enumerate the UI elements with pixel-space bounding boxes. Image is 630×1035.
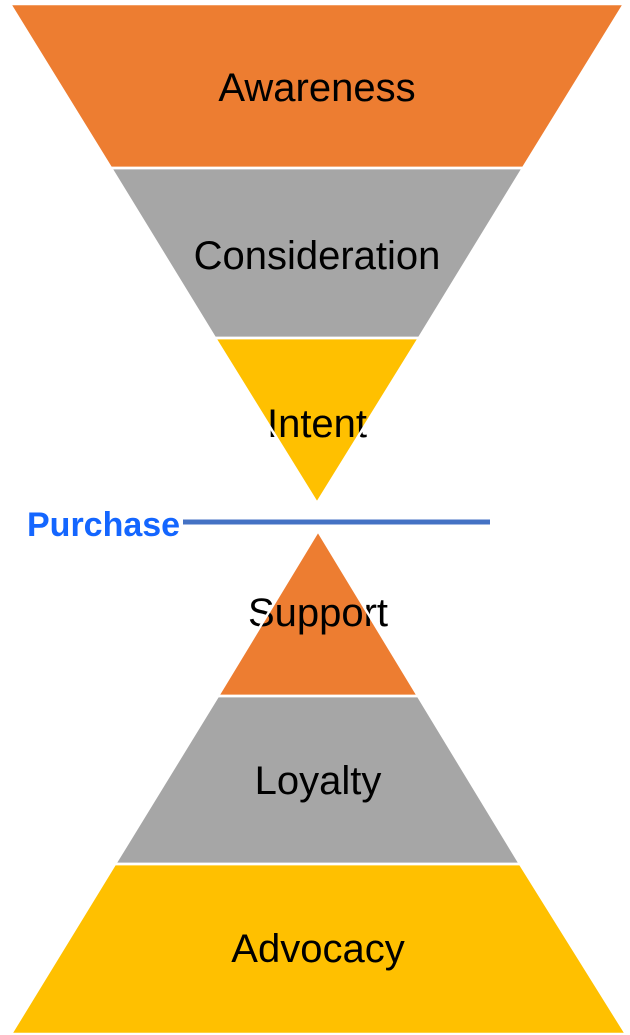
segment-borders	[8, 2, 628, 1035]
intent-segment	[215, 338, 419, 503]
consideration-segment	[111, 168, 523, 338]
top-funnel	[10, 4, 624, 503]
support-segment	[218, 531, 418, 696]
consideration-label: Consideration	[194, 234, 441, 278]
loyalty-segment	[115, 696, 520, 864]
purchase-label: Purchase	[27, 506, 180, 544]
intent-border	[213, 336, 421, 505]
advocacy-border	[9, 862, 628, 1035]
intent-label: Intent	[267, 402, 367, 446]
awareness-segment	[10, 4, 624, 168]
loyalty-label: Loyalty	[255, 759, 382, 803]
awareness-label: Awareness	[218, 66, 415, 110]
bottom-funnel	[11, 531, 626, 1034]
advocacy-segment	[11, 864, 626, 1034]
stage-labels: Awareness Consideration Intent Purchase …	[27, 66, 440, 971]
support-label: Support	[248, 591, 388, 635]
advocacy-label: Advocacy	[231, 927, 404, 971]
